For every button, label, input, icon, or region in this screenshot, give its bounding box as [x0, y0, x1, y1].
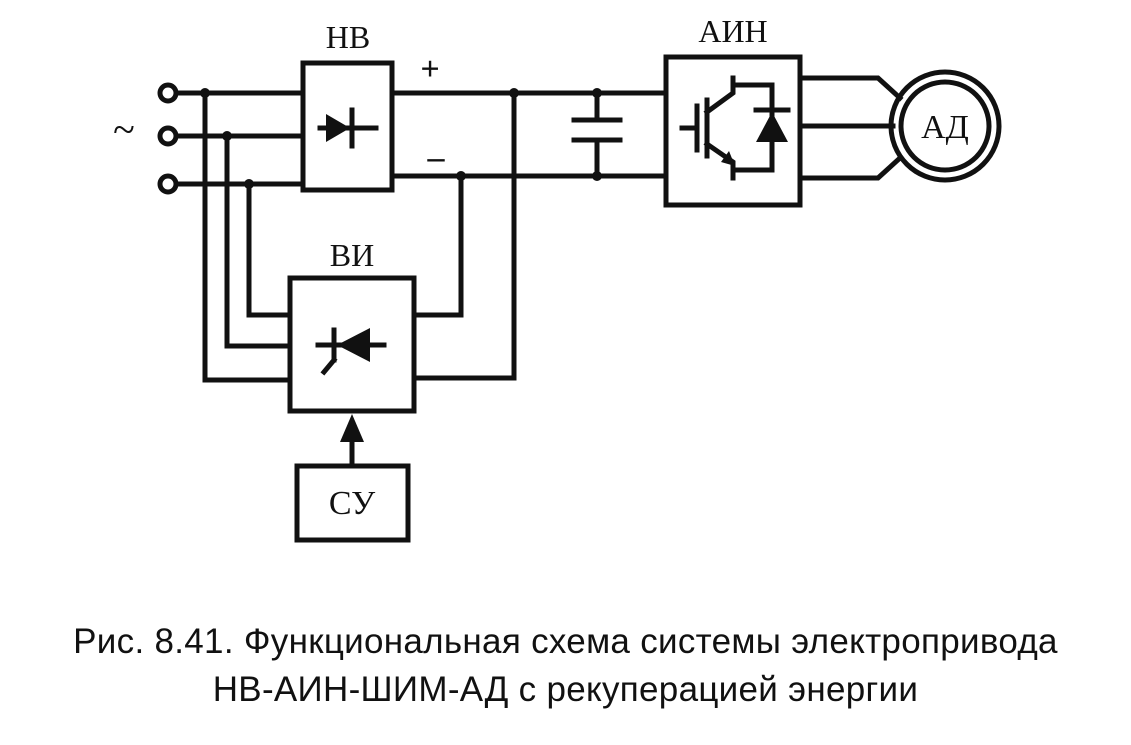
junction-dot [222, 131, 232, 141]
regen-dc-plus-line [411, 90, 517, 381]
motor-line-1 [797, 75, 904, 102]
junction-dot [509, 88, 519, 98]
freewheel-diode-triangle [756, 112, 788, 142]
thyristor-gate [320, 356, 338, 376]
junction-dot [456, 171, 466, 181]
inverter-block [663, 54, 803, 208]
ac-source-symbol: ~ [113, 107, 135, 152]
inverter-label: АИН [698, 13, 767, 49]
figure-caption-line-1: Рис. 8.41. Функциональная схема системы … [73, 622, 1058, 661]
dc-plus-label: + [420, 51, 439, 88]
junction-dot [244, 179, 254, 189]
igbt-emitter-arrow [721, 151, 735, 166]
regen-ac-line-3 [246, 181, 293, 318]
rectifier-label: НВ [326, 19, 370, 55]
motor-label: АД [921, 109, 969, 146]
regen-ac-line-2 [224, 133, 293, 349]
regen-dc-minus-line [411, 173, 464, 318]
regen-ac-line-1 [202, 90, 293, 383]
junction-dot [200, 88, 210, 98]
junction-dot [592, 171, 602, 181]
control-unit-label: СУ [329, 485, 376, 522]
thyristor-triangle [337, 328, 370, 362]
igbt-collector [703, 75, 736, 116]
control-arrow-head [340, 414, 364, 442]
regen-inverter-label: ВИ [330, 237, 374, 273]
motor-inner-circle [898, 79, 992, 173]
rectifier-diode-triangle [326, 114, 350, 142]
junction-dot [592, 88, 602, 98]
dc-minus-label: – [427, 139, 446, 176]
motor-outer-circle [888, 69, 1002, 183]
figure-caption-line-2: НВ-АИН-ШИМ-АД с рекуперацией энергии [212, 670, 919, 709]
rectifier-block [300, 60, 395, 193]
motor-line-3 [797, 154, 904, 181]
